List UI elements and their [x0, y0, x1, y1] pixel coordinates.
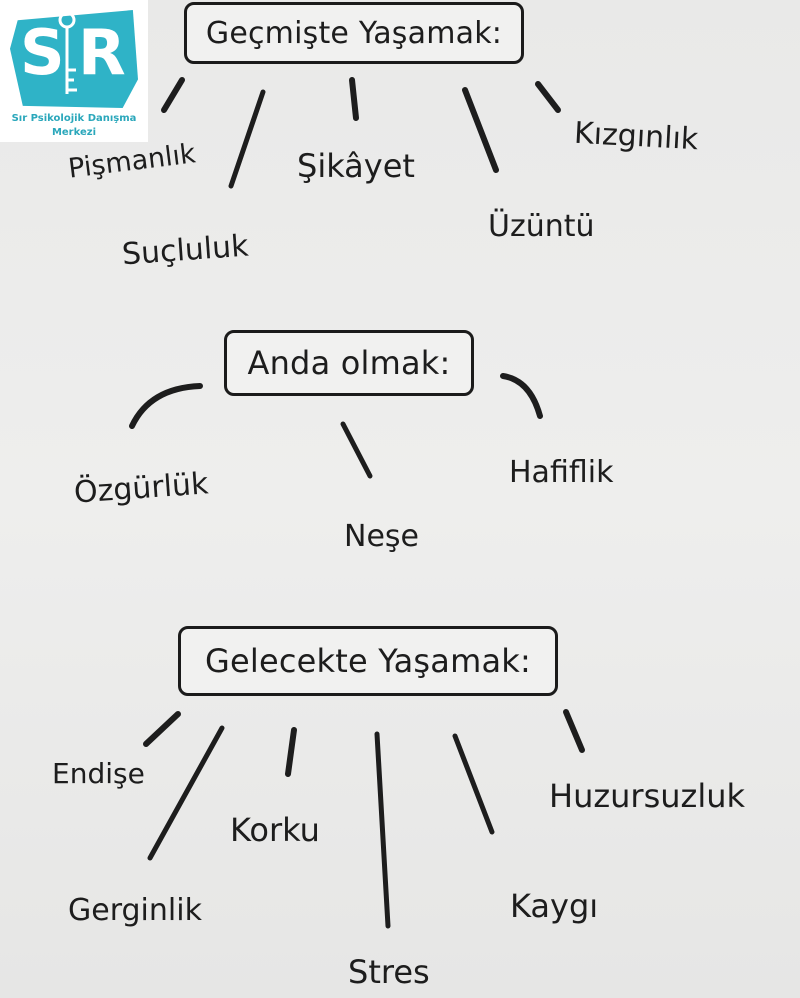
heading-present: Anda olmak:	[224, 330, 474, 396]
word-huzursuzluk: Huzursuzluk	[549, 777, 746, 815]
connector-past-uzuntu	[462, 87, 499, 173]
connector-past-sikayet	[349, 77, 359, 121]
connector-future-endise	[143, 711, 181, 747]
word-kizginlik: Kızgınlık	[573, 115, 700, 158]
word-hafiflik: Hafiflik	[509, 455, 614, 490]
word-kaygi: Kaygı	[510, 887, 599, 925]
brand-logo: S R Sır Psikolojik Danışma Merkezi	[0, 0, 148, 142]
word-korku: Korku	[230, 811, 320, 849]
connector-future-korku	[285, 727, 297, 777]
logo-brush-mark	[10, 10, 138, 108]
word-endise: Endişe	[52, 757, 145, 790]
word-sikayet: Şikâyet	[297, 147, 415, 185]
connector-past-sucluluk	[228, 89, 266, 189]
word-uzuntu: Üzüntü	[488, 209, 595, 244]
connector-past-kizginlik	[535, 81, 561, 113]
connector-present-hafiflik	[500, 373, 543, 419]
logo-text-line1: Sır Psikolojik Danışma	[11, 113, 137, 124]
heading-future: Gelecekte Yaşamak:	[178, 626, 558, 696]
word-nese: Neşe	[344, 519, 419, 554]
connector-future-huzursuzluk	[563, 709, 585, 753]
logo-text-line2: Merkezi	[51, 127, 97, 138]
word-stres: Stres	[348, 953, 430, 991]
connector-future-kaygi	[452, 733, 495, 835]
connector-past-pismanlik	[161, 77, 185, 113]
connector-future-gerginlik	[147, 725, 225, 861]
connector-present-nese	[340, 421, 373, 479]
connector-present-ozgurluk	[129, 383, 203, 429]
connector-future-stres	[374, 731, 391, 929]
key-icon	[58, 11, 77, 94]
logo-letter-r: R	[78, 16, 126, 89]
logo-letter-s: S	[20, 16, 65, 89]
heading-past: Geçmişte Yaşamak:	[184, 2, 524, 64]
word-gerginlik: Gerginlik	[68, 893, 202, 928]
word-sucluluk: Suçluluk	[120, 228, 250, 273]
